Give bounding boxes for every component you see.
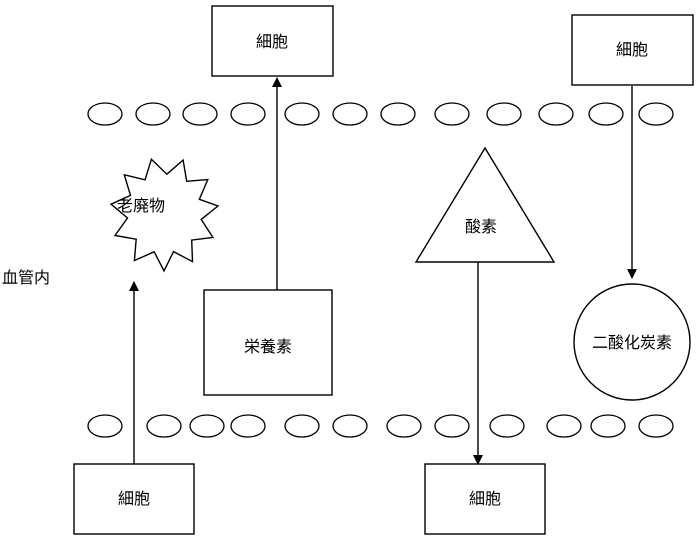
cell-label-bottom-right: 細胞 (469, 489, 501, 508)
cell-label-top-center: 細胞 (256, 32, 288, 51)
oxygen-label: 酸素 (465, 217, 497, 236)
oxygen-triangle: 酸素 (414, 146, 556, 263)
cell-box-top-center: 細胞 (211, 5, 334, 77)
cell-box-bottom-right: 細胞 (424, 463, 546, 535)
waste-starburst: 老廃物 (109, 158, 220, 273)
cell-label-top-right: 細胞 (616, 40, 648, 59)
nutrients-box: 栄養素 (203, 289, 333, 396)
carbon-dioxide-circle: 二酸化炭素 (573, 283, 691, 401)
cell-label-bottom-left: 細胞 (118, 489, 150, 508)
carbon-dioxide-label: 二酸化炭素 (592, 333, 672, 352)
waste-label: 老廃物 (117, 196, 165, 215)
blood-vessel-inside-label: 血管内 (2, 268, 50, 287)
vessel-wall-bottom (87, 414, 674, 438)
cell-box-bottom-left: 細胞 (73, 463, 195, 535)
nutrients-label: 栄養素 (244, 337, 292, 356)
vessel-wall-top (87, 102, 674, 126)
cell-box-top-right: 細胞 (571, 14, 694, 86)
